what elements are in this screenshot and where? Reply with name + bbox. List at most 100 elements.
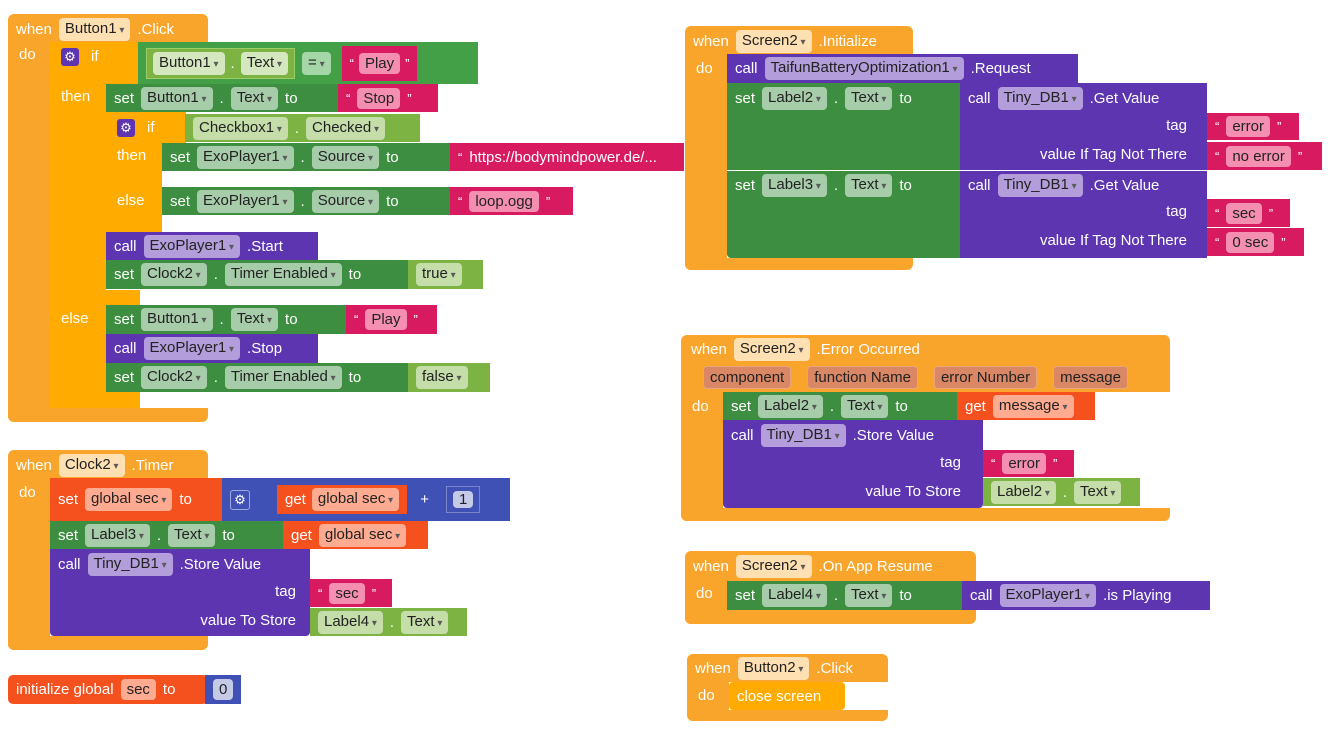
variable-name-field[interactable]: sec: [120, 679, 156, 700]
event-header[interactable]: when Screen2 .Initialize: [685, 26, 913, 56]
component-dropdown[interactable]: Button1: [141, 308, 213, 331]
if-block[interactable]: [50, 42, 106, 408]
initialize-global-sec[interactable]: initialize global sec to: [8, 675, 208, 704]
property-dropdown[interactable]: Text: [401, 610, 449, 634]
set-label2-text[interactable]: set Label2 . Text to: [727, 83, 960, 170]
set-global-sec[interactable]: set global sec to: [50, 478, 224, 521]
text-literal[interactable]: “sec”: [1207, 199, 1290, 227]
event-header[interactable]: when Screen2 .Error Occurred component f…: [681, 335, 1170, 392]
component-dropdown[interactable]: Label2: [758, 394, 823, 418]
component-dropdown[interactable]: Label3: [85, 523, 150, 547]
component-dropdown[interactable]: ExoPlayer1: [197, 145, 294, 169]
set-button1-text[interactable]: set Button1 . Text to: [106, 305, 346, 334]
get-message[interactable]: get message: [957, 392, 1095, 420]
component-dropdown[interactable]: Label2: [762, 86, 827, 110]
text-value[interactable]: loop.ogg: [469, 190, 539, 212]
call-exoplayer1-is-playing[interactable]: call ExoPlayer1 .is Playing: [962, 581, 1210, 610]
property-dropdown[interactable]: Source: [311, 145, 380, 169]
component-dropdown[interactable]: TaifunBatteryOptimization1: [764, 57, 964, 80]
boolean-dropdown[interactable]: true: [416, 263, 462, 286]
property-dropdown[interactable]: Text: [845, 86, 893, 110]
close-screen-block[interactable]: close screen: [729, 682, 845, 710]
text-value[interactable]: no error: [1226, 145, 1291, 167]
component-dropdown[interactable]: Label4: [318, 610, 383, 634]
getter-button1-text[interactable]: Button1 . Text: [146, 47, 296, 79]
parameter-function-name[interactable]: function Name: [807, 365, 918, 389]
set-button1-text[interactable]: set Button1 . Text to: [106, 84, 338, 112]
text-value[interactable]: sec: [1226, 202, 1262, 224]
component-dropdown[interactable]: Button1: [153, 51, 225, 75]
property-dropdown[interactable]: Text: [1074, 480, 1122, 504]
set-label3-text[interactable]: set Label3 . Text to: [50, 521, 283, 549]
component-dropdown[interactable]: ExoPlayer1: [143, 234, 241, 258]
component-dropdown[interactable]: Button1: [141, 86, 213, 110]
component-dropdown[interactable]: Tiny_DB1: [760, 423, 846, 447]
text-literal[interactable]: “Stop”: [338, 84, 438, 112]
property-dropdown[interactable]: Text: [845, 584, 893, 607]
set-label2-text[interactable]: set Label2 . Text to: [723, 392, 957, 420]
property-dropdown[interactable]: Text: [230, 308, 279, 331]
variable-dropdown[interactable]: message: [992, 394, 1074, 418]
event-header[interactable]: when Clock2 .Timer: [8, 450, 208, 480]
logic-false[interactable]: false: [408, 363, 490, 392]
set-exoplayer1-source[interactable]: set ExoPlayer1 . Source to: [162, 143, 450, 171]
parameter-error-number[interactable]: error Number: [933, 365, 1038, 389]
text-literal[interactable]: “loop.ogg”: [450, 187, 573, 215]
set-clock2-timer-enabled[interactable]: set Clock2 . Timer Enabled to: [106, 260, 408, 289]
variable-dropdown[interactable]: global sec: [85, 488, 173, 511]
text-literal[interactable]: “no error”: [1207, 142, 1322, 170]
property-dropdown[interactable]: Text: [168, 523, 216, 547]
text-literal[interactable]: “sec”: [310, 579, 392, 607]
parameter-component[interactable]: component: [703, 365, 792, 389]
text-literal[interactable]: “error”: [983, 450, 1074, 477]
text-literal[interactable]: “error”: [1207, 113, 1299, 140]
number-value[interactable]: 1: [452, 491, 474, 508]
text-value[interactable]: https://bodymindpower.de/...: [469, 148, 657, 166]
math-add-block[interactable]: ⚙ get global sec + 1: [222, 478, 510, 521]
compare-block[interactable]: Button1 . Text = “Play”: [138, 42, 478, 84]
component-dropdown[interactable]: Checkbox1: [193, 116, 288, 140]
text-value[interactable]: Stop: [357, 87, 401, 109]
event-header[interactable]: when Button1 .Click: [8, 14, 208, 44]
logic-true[interactable]: true: [408, 260, 483, 289]
variable-dropdown[interactable]: global sec: [318, 523, 407, 547]
component-dropdown[interactable]: Label2: [991, 480, 1056, 504]
component-dropdown[interactable]: ExoPlayer1: [999, 584, 1097, 607]
component-dropdown[interactable]: Label4: [762, 584, 827, 607]
property-dropdown[interactable]: Text: [845, 173, 893, 197]
text-literal[interactable]: “Play”: [341, 45, 418, 81]
getter-checkbox1-checked[interactable]: Checkbox1 . Checked: [185, 114, 420, 142]
component-dropdown[interactable]: Clock2: [141, 263, 207, 286]
variable-dropdown[interactable]: global sec: [311, 488, 400, 511]
set-label3-text[interactable]: set Label3 . Text to: [727, 171, 960, 258]
text-literal-url[interactable]: “https://bodymindpower.de/...: [450, 143, 684, 171]
number-literal[interactable]: 1: [445, 486, 481, 513]
property-dropdown[interactable]: Text: [230, 86, 279, 110]
call-tinydb1-get-value[interactable]: call Tiny_DB1 .Get Value tag value If Ta…: [960, 171, 1207, 258]
text-value[interactable]: sec: [329, 582, 365, 604]
call-exoplayer1-stop[interactable]: call ExoPlayer1 .Stop: [106, 334, 318, 363]
call-tinydb1-get-value[interactable]: call Tiny_DB1 .Get Value tag value If Ta…: [960, 83, 1207, 170]
text-value[interactable]: error: [1226, 116, 1271, 137]
text-literal[interactable]: “Play”: [346, 305, 437, 334]
call-taifun-request[interactable]: call TaifunBatteryOptimization1 .Request: [727, 54, 1078, 83]
operator-dropdown[interactable]: =: [302, 51, 331, 75]
component-dropdown[interactable]: Label3: [762, 173, 827, 197]
getter-label4-text[interactable]: Label4 . Text: [310, 608, 467, 636]
text-value[interactable]: Play: [365, 309, 407, 330]
component-dropdown[interactable]: ExoPlayer1: [143, 337, 241, 360]
component-dropdown[interactable]: Tiny_DB1: [997, 86, 1083, 110]
component-dropdown[interactable]: Screen2: [735, 554, 812, 578]
property-dropdown[interactable]: Text: [841, 394, 889, 418]
component-dropdown[interactable]: ExoPlayer1: [197, 189, 294, 213]
component-dropdown[interactable]: Button2: [737, 656, 810, 680]
set-exoplayer1-source[interactable]: set ExoPlayer1 . Source to: [162, 187, 450, 215]
call-tinydb1-store-value[interactable]: call Tiny_DB1 .Store Value tag value To …: [50, 549, 310, 636]
component-dropdown[interactable]: Button1: [58, 17, 131, 41]
property-dropdown[interactable]: Source: [311, 189, 380, 213]
property-dropdown[interactable]: Checked: [306, 116, 386, 140]
component-dropdown[interactable]: Screen2: [733, 337, 810, 361]
event-header[interactable]: when Button2 .Click: [687, 654, 888, 682]
get-global-sec[interactable]: get global sec: [277, 485, 408, 514]
number-value[interactable]: 0: [213, 679, 234, 700]
